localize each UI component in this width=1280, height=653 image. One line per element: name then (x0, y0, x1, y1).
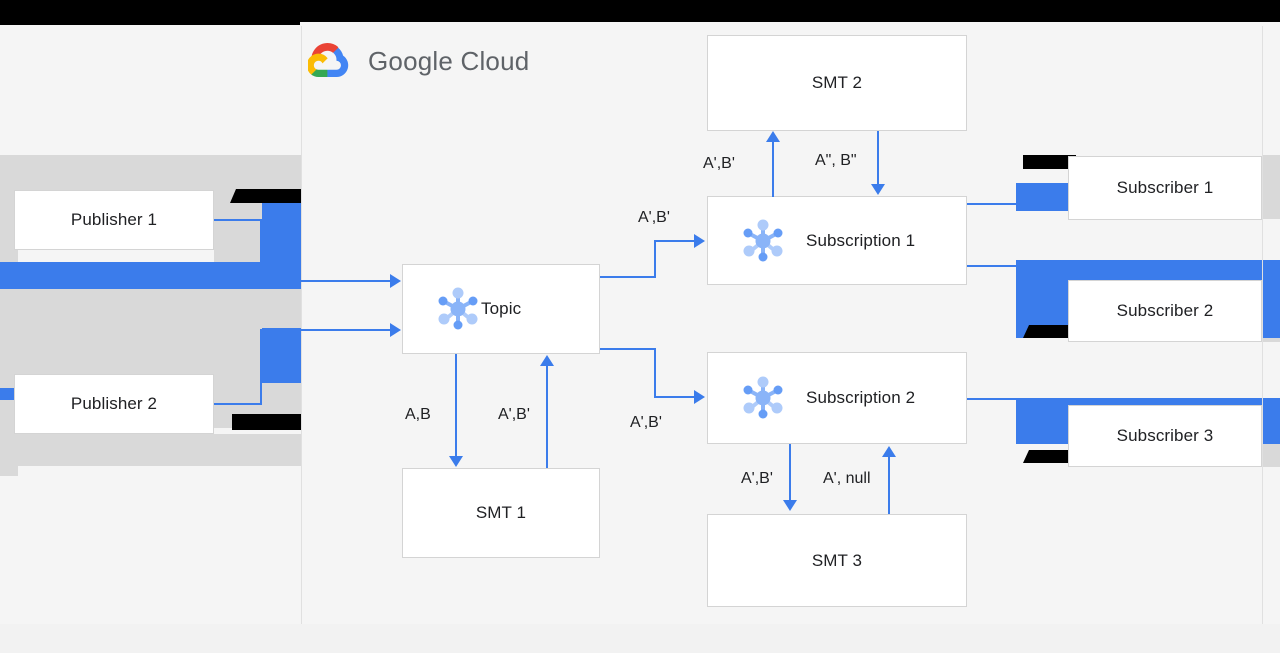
top-bar-step (300, 22, 1280, 26)
pubsub-topic-icon (427, 278, 489, 340)
edge-topic-sub2-h2 (654, 396, 695, 398)
node-label: Subscription 2 (806, 388, 916, 407)
panel-seam-left (301, 25, 302, 624)
edge-smt1-topic-v (546, 365, 548, 468)
artifact-blue-block-3 (262, 328, 301, 383)
edge-topic-sub1-arrow (694, 234, 705, 248)
edge-topic-sub2-h1 (600, 348, 656, 350)
node-label: Subscriber 3 (1116, 426, 1214, 445)
node-smt-2[interactable]: SMT 2 (707, 35, 967, 131)
edge-smt2-sub1-arrow (871, 184, 885, 195)
node-label: Publisher 2 (70, 394, 158, 413)
panel-seam-right (1262, 25, 1263, 624)
edge-publisher2-topic-v (260, 329, 262, 404)
edge-publisher2-topic-h2 (260, 329, 391, 331)
edge-topic-sub2-v (654, 348, 656, 397)
node-subscriber-1[interactable]: Subscriber 1 (1068, 156, 1262, 220)
google-cloud-logo-text: Google Cloud (368, 46, 530, 76)
node-publisher-1[interactable]: Publisher 1 (14, 190, 214, 250)
footer-band (0, 624, 1280, 653)
redaction-bar-2 (232, 414, 301, 430)
edge-publisher1-topic-v (260, 219, 262, 281)
node-label: SMT 2 (811, 73, 863, 92)
redaction-bar-1 (230, 189, 301, 203)
artifact-blue-block-5 (1016, 183, 1076, 211)
artifact-panel-left-8 (0, 434, 301, 466)
edge-label-topic-sub1: A',B' (638, 209, 670, 226)
edge-label-sub2-smt3: A',B' (741, 470, 773, 487)
artifact-blue-block-2 (0, 262, 301, 289)
edge-label-topic-smt1: A,B (405, 406, 431, 423)
edge-publisher1-topic-h1 (214, 219, 262, 221)
edge-label-sub1-smt2: A',B' (703, 155, 735, 172)
edge-sub1-subscriber1 (967, 203, 1068, 205)
redaction-bar-4 (1023, 325, 1076, 338)
node-label: SMT 1 (475, 503, 527, 522)
edge-smt3-sub2-v (888, 456, 890, 514)
node-subscription-2[interactable]: Subscription 2 (707, 352, 967, 444)
redaction-bar-5 (1023, 450, 1076, 463)
edge-topic-smt1-arrow (449, 456, 463, 467)
edge-smt1-topic-arrow (540, 355, 554, 366)
node-label: Publisher 1 (70, 210, 158, 229)
node-smt-3[interactable]: SMT 3 (707, 514, 967, 607)
edge-smt2-sub1-v (877, 131, 879, 186)
redaction-bar-3 (1023, 155, 1076, 169)
edge-label-smt2-sub1: A", B" (815, 152, 857, 169)
edge-sub1-smt2-arrow (766, 131, 780, 142)
edge-sub2-smt3-v (789, 444, 791, 502)
artifact-panel-right-1 (1262, 155, 1280, 219)
edge-topic-smt1-v (455, 354, 457, 458)
edge-sub2-subscriber3 (967, 398, 1068, 400)
artifact-blue-block-4 (0, 388, 18, 400)
edge-label-topic-sub2: A',B' (630, 414, 662, 431)
edge-label-smt1-topic: A',B' (498, 406, 530, 423)
google-cloud-logo: Google Cloud (306, 40, 530, 83)
edge-smt3-sub2-arrow (882, 446, 896, 457)
edge-publisher2-topic-arrow (390, 323, 401, 337)
node-label: Subscription 1 (806, 230, 916, 250)
edge-sub1-smt2-v (772, 141, 774, 197)
node-label: Subscriber 2 (1116, 301, 1214, 320)
edge-publisher2-topic-h1 (214, 403, 262, 405)
edge-topic-sub2-arrow (694, 390, 705, 404)
node-label: Subscriber 1 (1116, 178, 1214, 197)
node-topic[interactable]: Topic (402, 264, 600, 354)
pubsub-subscription-icon (732, 367, 794, 429)
edge-topic-sub1-v (654, 240, 656, 278)
artifact-panel-left-2 (0, 205, 18, 269)
node-subscriber-3[interactable]: Subscriber 3 (1068, 405, 1262, 467)
node-subscriber-2[interactable]: Subscriber 2 (1068, 280, 1262, 342)
edge-topic-sub1-h2 (654, 240, 695, 242)
node-publisher-2[interactable]: Publisher 2 (14, 374, 214, 434)
pubsub-subscription-icon (732, 210, 794, 272)
node-subscription-1[interactable]: Subscription 1 (707, 196, 967, 285)
edge-topic-sub1-h1 (600, 276, 656, 278)
edge-label-smt3-sub2: A', null (823, 470, 871, 487)
edge-publisher1-topic-arrow (390, 274, 401, 288)
edge-publisher1-topic-h2 (260, 280, 391, 282)
node-label: SMT 3 (811, 550, 863, 570)
google-cloud-logo-icon (306, 40, 354, 83)
node-smt-1[interactable]: SMT 1 (402, 468, 600, 558)
edge-sub2-smt3-arrow (783, 500, 797, 511)
edge-sub1-subscriber2 (967, 265, 1068, 267)
top-black-bar (0, 0, 1280, 25)
node-label: Topic (481, 299, 522, 318)
